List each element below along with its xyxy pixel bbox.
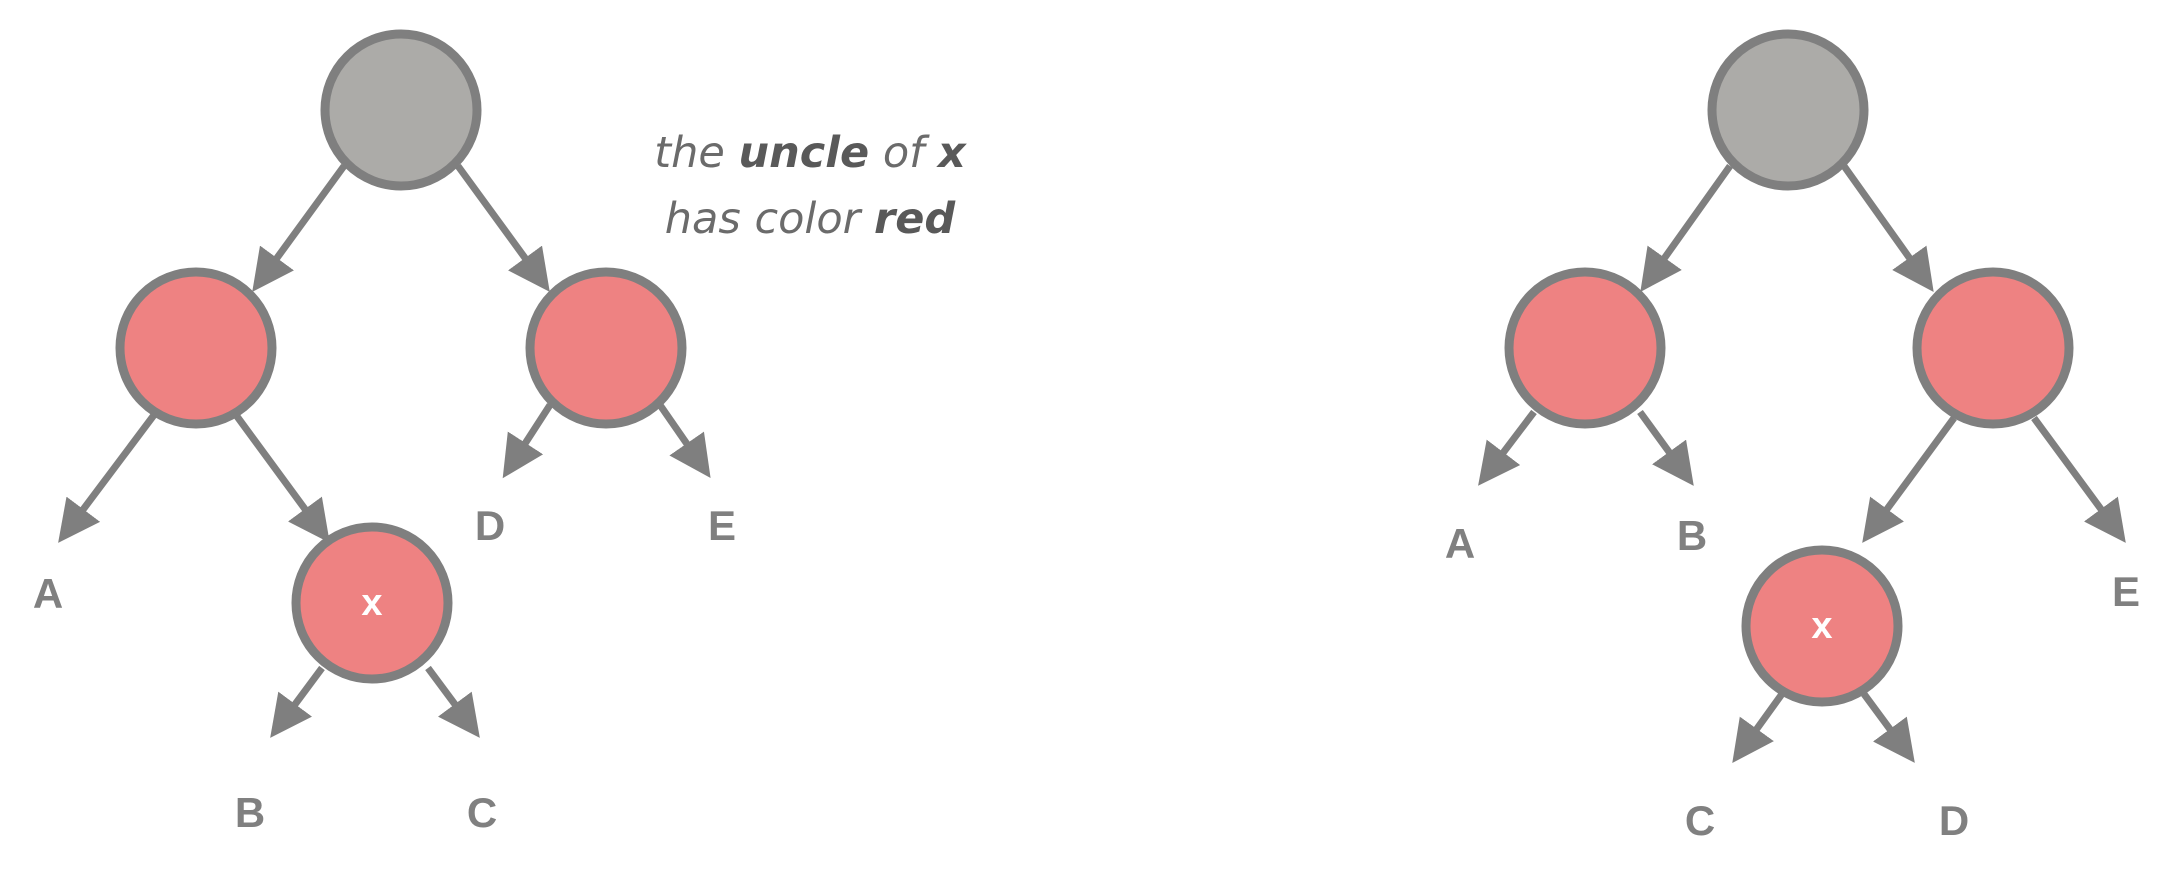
left-edge-x-C: [425, 665, 480, 738]
left-edge-root-parent: [252, 163, 347, 292]
caption-red-word: red: [874, 194, 956, 244]
left-x-node: [291, 522, 453, 684]
caption-line-2: has color red: [640, 186, 980, 252]
left-uncle-node: [525, 267, 687, 429]
right-edge-right-E: [2031, 415, 2126, 543]
right-edge-right-x: [1862, 415, 1957, 543]
right-edge-x-C: [1732, 691, 1785, 763]
right-edge-left-A: [1478, 409, 1537, 486]
left-leaf-B: B: [235, 789, 265, 836]
left-leaf-E: E: [708, 502, 736, 549]
left-parent-node: [115, 267, 277, 429]
right-leaf-A: A: [1445, 520, 1475, 567]
right-edge-root-right: [1841, 163, 1934, 292]
right-leaf-D: D: [1939, 797, 1969, 844]
right-left-node: [1504, 267, 1666, 429]
left-edge-parent-A: [58, 412, 157, 543]
right-edge-x-D: [1861, 691, 1915, 763]
right-edge-left-B: [1637, 409, 1694, 486]
right-x-node-label: x: [1811, 605, 1832, 647]
left-edge-x-B: [270, 665, 325, 738]
left-tree: x A B C D E: [33, 29, 736, 836]
right-leaf-B: B: [1677, 512, 1707, 559]
right-leaf-C: C: [1685, 797, 1715, 844]
left-edge-parent-x: [233, 412, 330, 543]
left-leaf-A: A: [33, 570, 63, 617]
left-edge-root-uncle: [455, 163, 550, 292]
left-x-node-label: x: [361, 582, 382, 624]
caption-line-1: the uncle of x: [640, 120, 980, 186]
caption-text: the: [654, 128, 725, 178]
left-edge-uncle-D: [502, 403, 553, 479]
right-x-node: [1741, 545, 1903, 707]
right-leaf-E: E: [2112, 568, 2140, 615]
caption-text: has color: [664, 194, 861, 244]
left-leaf-C: C: [467, 789, 497, 836]
caption-text: of: [882, 128, 925, 178]
right-root-node: [1707, 29, 1869, 191]
left-leaf-D: D: [475, 502, 505, 549]
right-edge-root-left: [1640, 163, 1733, 292]
caption-x-variable: x: [937, 128, 966, 178]
right-right-node: [1912, 267, 2074, 429]
left-edge-uncle-E: [657, 403, 711, 479]
caption-uncle-word: uncle: [738, 128, 870, 178]
right-tree: x A B C D E: [1445, 29, 2140, 844]
uncle-color-caption: the uncle of x has color red: [640, 120, 980, 252]
left-root-node: [320, 29, 482, 191]
